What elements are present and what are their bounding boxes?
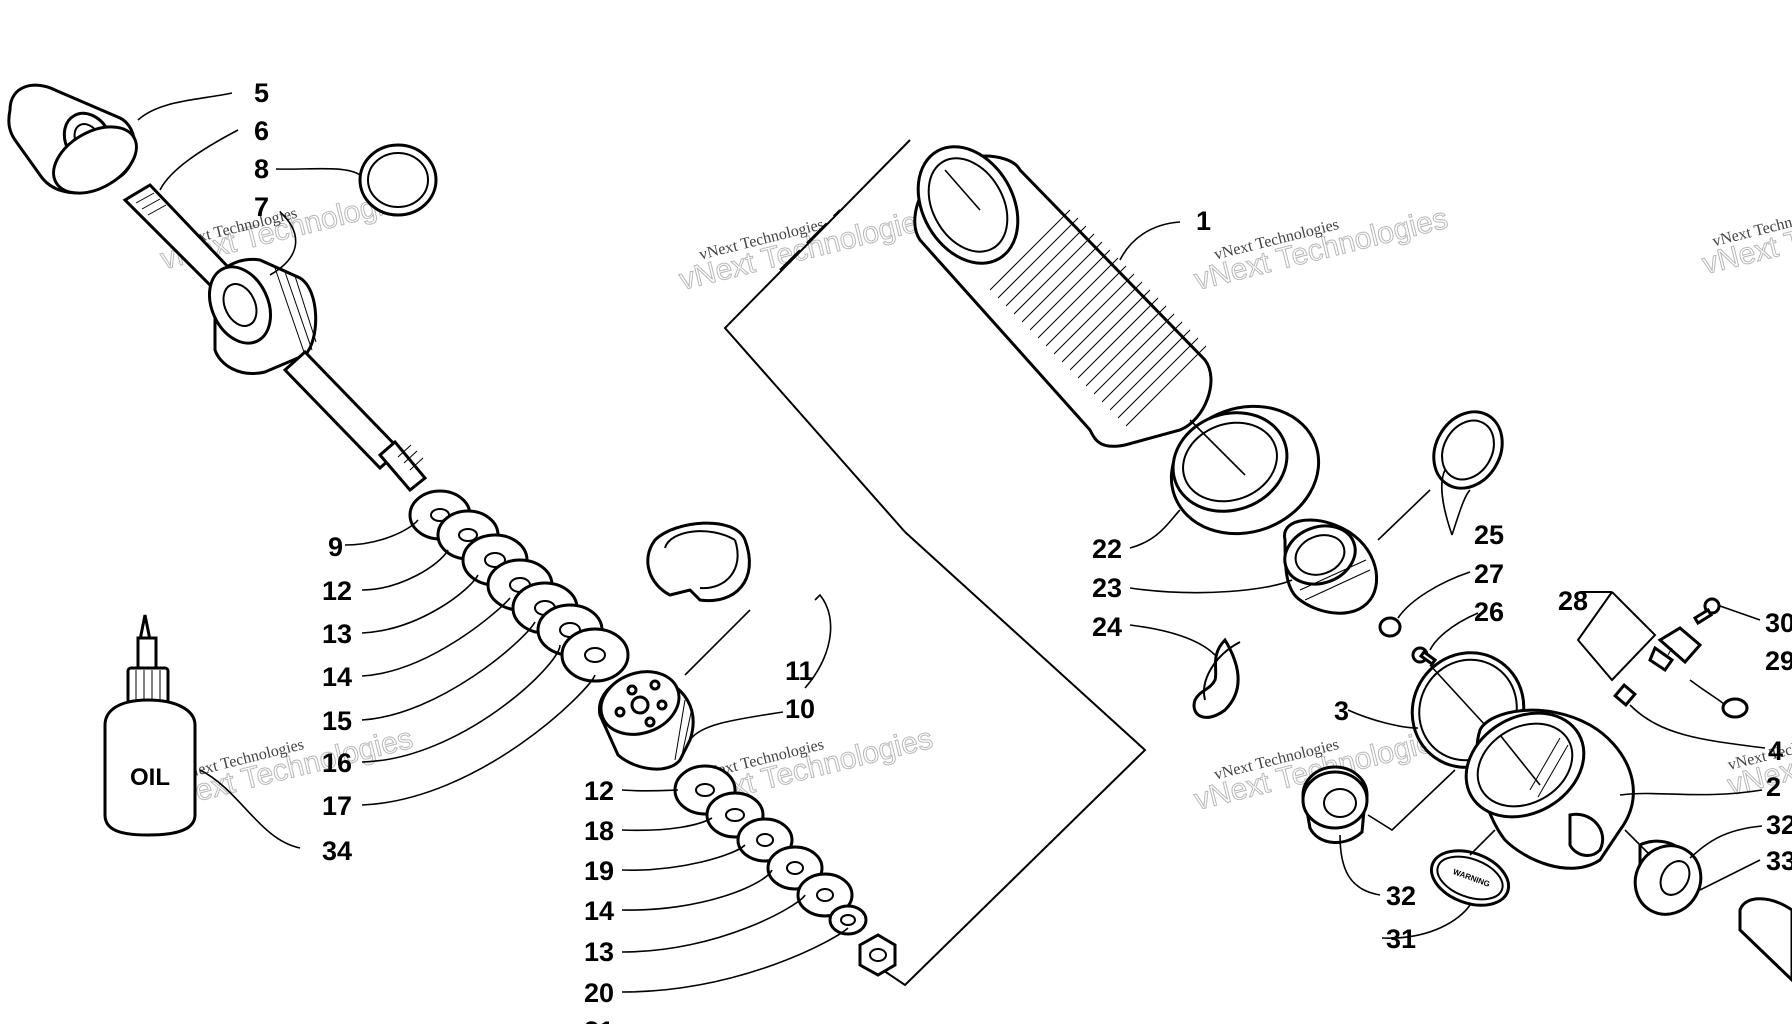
- callout-6: 6: [254, 116, 269, 146]
- piston-nut-hole: [869, 948, 887, 962]
- callout-28: 28: [1558, 586, 1588, 616]
- piston-nut-20: [858, 933, 897, 977]
- bracket-gap-line: [779, 209, 841, 271]
- o-ring-25-inner: [1441, 419, 1495, 481]
- oil-bottle: OIL: [103, 614, 197, 837]
- assembly-bracket: [723, 139, 911, 533]
- bushing-32-left: [1301, 765, 1369, 845]
- o-ring-8: [358, 143, 438, 217]
- watermark: vNext Technologies vNext Technologies: [1699, 186, 1792, 282]
- callout-17: 17: [322, 791, 352, 821]
- callout-23: 23: [1092, 573, 1122, 603]
- callout-9: 9: [328, 532, 343, 562]
- callout-14-lower: 14: [584, 896, 614, 926]
- callout-12-upper: 12: [322, 576, 352, 606]
- callout-5: 5: [254, 78, 269, 108]
- callout-20: 20: [584, 978, 614, 1008]
- screw-26: [1411, 646, 1438, 667]
- callout-25: 25: [1474, 520, 1504, 550]
- valve-28: [1648, 626, 1703, 673]
- leader-nozzle-4: [1629, 704, 1766, 749]
- watermark: vNext Technologies vNext Technologies: [1191, 201, 1452, 297]
- shock-body-1: [913, 145, 1213, 448]
- callout-30: 30: [1765, 608, 1792, 638]
- callout-14-upper: 14: [322, 662, 352, 692]
- callout-27: 27: [1474, 559, 1504, 589]
- piston-ring-11: [646, 521, 751, 603]
- piston-10: [598, 670, 695, 771]
- callout-4: 4: [1768, 736, 1783, 766]
- callout-33: 33: [1766, 846, 1792, 876]
- callout-13-upper: 13: [322, 619, 352, 649]
- bracket-28-diamond: [1576, 591, 1657, 682]
- bushing-32-right: [1633, 839, 1703, 916]
- adjuster-ring-22: [1169, 404, 1321, 536]
- callout-labels: 5 6 8 7 9 12 13 14 15 16 17 34 11 10 12 …: [254, 78, 1792, 1024]
- callout-24: 24: [1092, 612, 1122, 642]
- leader-bushing-32-left: [1367, 769, 1456, 832]
- callout-19: 19: [584, 856, 614, 886]
- leader-bushing-stack: [1377, 489, 1431, 541]
- callout-1: 1: [1196, 206, 1211, 236]
- o-ring-27: [1378, 616, 1402, 638]
- callout-22: 22: [1092, 534, 1122, 564]
- callout-32-right: 32: [1766, 810, 1792, 840]
- callout-13-lower: 13: [584, 937, 614, 967]
- callout-26: 26: [1474, 597, 1504, 627]
- washer-29: [1721, 697, 1749, 719]
- piston-shaft: [282, 349, 428, 493]
- leader-warning-decal: [1469, 829, 1496, 856]
- callout-16: 16: [322, 748, 352, 778]
- callout-2: 2: [1766, 772, 1781, 802]
- callout-18: 18: [584, 816, 614, 846]
- callout-34: 34: [322, 836, 352, 866]
- oil-bottle-label: OIL: [130, 764, 170, 791]
- warning-decal-31: WARNING: [1429, 849, 1511, 907]
- washer-6: [52, 125, 138, 195]
- piston-rod-assembly: [7, 83, 897, 977]
- shim-stack-upper: [408, 489, 630, 683]
- callout-12-lower: 12: [584, 776, 614, 806]
- leader-bushing-32-right: [1624, 829, 1651, 856]
- callout-3: 3: [1334, 696, 1349, 726]
- callout-21: 21: [584, 1016, 614, 1024]
- reservoir-2: [1464, 708, 1635, 870]
- o-ring-25: [1432, 410, 1504, 490]
- callout-32-left: 32: [1386, 881, 1416, 911]
- snap-ring-24: [1192, 637, 1241, 719]
- callout-11: 11: [785, 656, 814, 686]
- callout-31: 31: [1386, 924, 1416, 954]
- watermark: vNext Technologies vNext Technologies: [676, 201, 937, 297]
- shaft-stub: [1738, 897, 1792, 983]
- leader-screw-30: [1719, 605, 1761, 621]
- callout-7: 7: [254, 192, 269, 222]
- callout-10: 10: [785, 694, 815, 724]
- callout-15: 15: [322, 706, 352, 736]
- shim-stack-lower: [673, 764, 868, 936]
- leader-washer-29: [1689, 679, 1726, 706]
- o-ring-8-inner: [367, 152, 429, 208]
- bushing-23: [1283, 518, 1379, 615]
- callout-29: 29: [1765, 646, 1792, 676]
- nozzle-4: [1613, 683, 1637, 707]
- seal-head-7: [208, 257, 318, 375]
- screw-30: [1692, 597, 1721, 626]
- leader-lines: [137, 92, 1763, 993]
- body-threads: [989, 209, 1207, 427]
- leader-piston-ring: [684, 609, 751, 676]
- callout-8: 8: [254, 154, 269, 184]
